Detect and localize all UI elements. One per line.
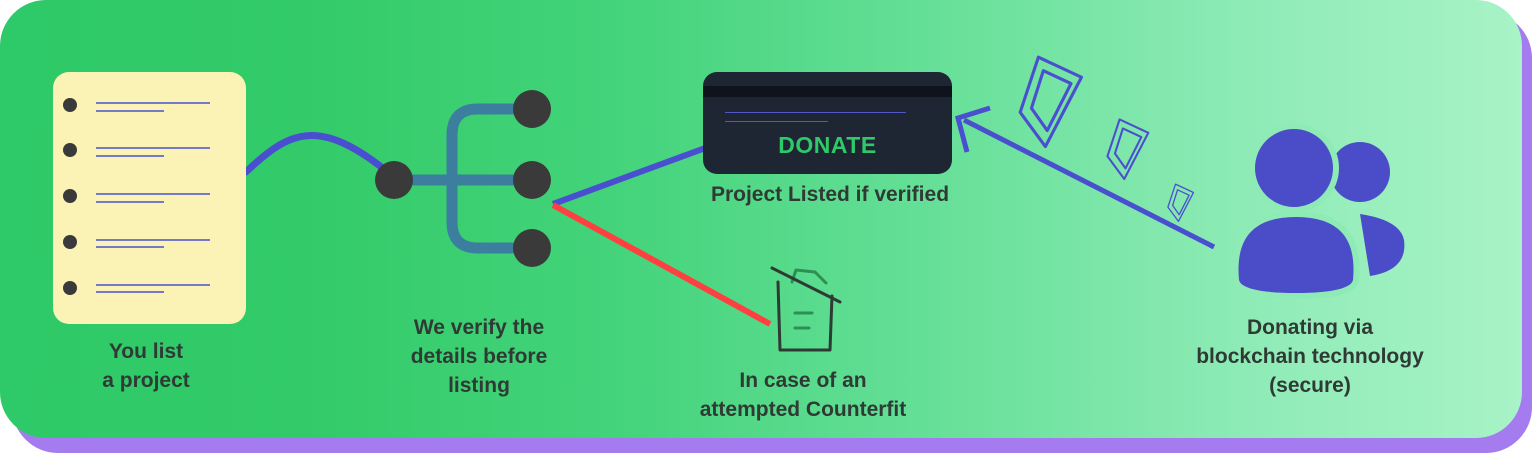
step-label-counterfeit: In case of an attempted Counterfit bbox=[650, 366, 956, 424]
trash-can-icon bbox=[770, 266, 842, 352]
donate-button[interactable]: DONATE bbox=[778, 132, 877, 158]
step-label-listed: Project Listed if verified bbox=[650, 180, 1010, 209]
connector-list-to-verify bbox=[242, 132, 399, 182]
verification-branch-icon bbox=[375, 90, 551, 267]
step-label-list-project: You list a project bbox=[60, 337, 232, 395]
card-detail-line bbox=[725, 121, 828, 122]
donate-card: DONATE bbox=[703, 72, 952, 174]
connector-verify-to-counterfeit bbox=[551, 202, 772, 327]
donation-arrow bbox=[954, 105, 1216, 250]
label-text: Donating via blockchain technology (secu… bbox=[1196, 316, 1424, 397]
diagram-artwork bbox=[53, 55, 1405, 352]
crypto-token-icon bbox=[1018, 55, 1195, 223]
card-detail-line bbox=[725, 112, 906, 113]
notepad-list-icon bbox=[53, 72, 246, 324]
label-text: In case of an attempted Counterfit bbox=[699, 369, 907, 421]
connector-verify-to-listed bbox=[551, 144, 710, 207]
label-text: We verify the details before listing bbox=[410, 316, 548, 397]
users-icon bbox=[1232, 123, 1405, 300]
step-label-verify: We verify the details before listing bbox=[370, 313, 588, 400]
card-magnetic-strip bbox=[703, 86, 952, 97]
label-text: Project Listed if verified bbox=[710, 183, 950, 206]
step-label-donating: Donating via blockchain technology (secu… bbox=[1150, 313, 1470, 400]
process-diagram-card: DONATE You list a project We verify the … bbox=[0, 0, 1522, 438]
label-text: You list a project bbox=[102, 340, 190, 392]
